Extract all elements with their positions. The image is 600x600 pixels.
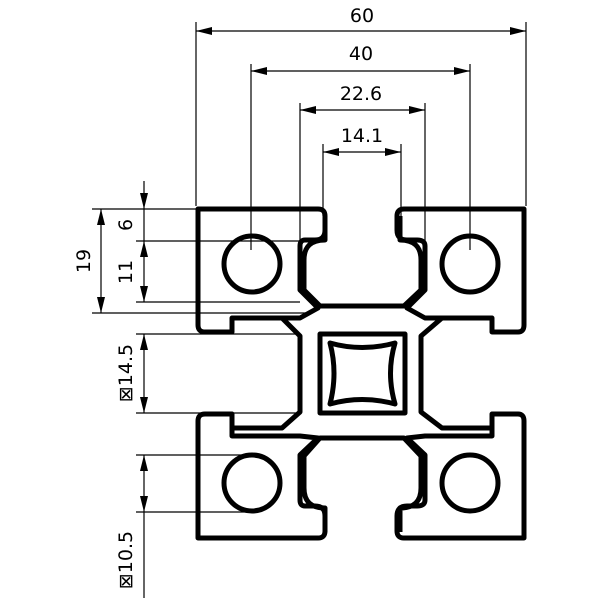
t-slot-top: [301, 216, 424, 309]
hole-top-right: [439, 233, 501, 295]
holes: [221, 233, 501, 514]
profile-outline: [195, 206, 527, 541]
hole-bottom-right: [439, 452, 501, 514]
dim-total-slot-depth: 19: [73, 249, 95, 273]
t-slot-right: [418, 315, 492, 431]
dimension-labels-top: 60 40 22.6 14.1: [340, 5, 383, 147]
dimension-lines-left: [92, 181, 310, 598]
dim-center-bore: ⊠10.5: [115, 531, 137, 589]
corner-chamber-top-right: [394, 206, 527, 335]
dim-slot-depth: 11: [115, 260, 137, 284]
dim-hole-pitch: 40: [349, 43, 373, 65]
corner-chamber-bottom-left: [195, 411, 328, 541]
dimension-labels-left: 19 6 11 ⊠14.5 ⊠10.5: [73, 219, 137, 589]
dimension-lines-top: [195, 22, 527, 250]
dim-overall-width: 60: [350, 5, 374, 27]
hole-bottom-left: [221, 452, 283, 514]
core-square: [317, 331, 408, 416]
hole-top-left: [221, 233, 283, 295]
t-slot-left: [232, 315, 303, 431]
corner-chamber-top-left: [195, 206, 328, 335]
corner-chamber-bottom-right: [394, 411, 527, 541]
dim-core-square: ⊠14.5: [115, 344, 137, 402]
dim-slot-opening: 14.1: [341, 125, 383, 147]
t-slot-bottom: [301, 435, 424, 532]
dim-lip-depth: 6: [115, 219, 137, 231]
dim-slot-inner-width: 22.6: [340, 83, 382, 105]
core-inner: [327, 340, 398, 407]
